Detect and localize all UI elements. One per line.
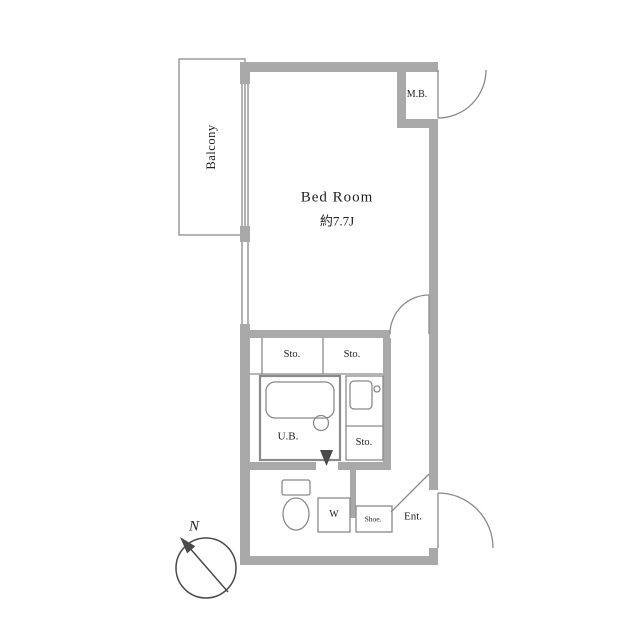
bedroom-door-arc — [389, 294, 430, 335]
unit-bath-fixture — [258, 374, 342, 466]
unit-bath-label: U.B. — [277, 430, 299, 443]
balcony-outline — [178, 58, 246, 236]
entrance-step-line — [390, 473, 430, 513]
bathtub — [265, 381, 335, 419]
unit-bath-room — [258, 374, 342, 462]
sink-bowl — [349, 380, 373, 410]
shoe-box-label: Shoe. — [364, 514, 382, 524]
storage-3-label: Sto. — [355, 436, 373, 448]
meter-box-label: M.B. — [406, 89, 428, 100]
closet-lines — [250, 338, 383, 375]
storage-2-label: Sto. — [343, 348, 361, 360]
toilet-bowl — [282, 497, 310, 531]
north-label: N — [188, 518, 200, 535]
entrance-label: Ent. — [403, 510, 423, 523]
meter-box-door-arc — [437, 69, 487, 119]
compass-needle — [187, 545, 229, 593]
balcony-label: Balcony — [203, 124, 218, 170]
toilet-fixture — [281, 479, 311, 531]
toilet-tank — [281, 479, 311, 496]
compass-arrowhead — [180, 537, 196, 554]
bath-door-mark — [320, 450, 333, 466]
compass — [175, 537, 237, 599]
washer-label: W — [329, 509, 339, 520]
faucet — [373, 385, 381, 393]
entrance-door-arc — [390, 473, 494, 549]
bedroom-label: Bed Room — [300, 189, 374, 206]
washer-box — [317, 497, 351, 533]
storage-1-label: Sto. — [283, 348, 301, 360]
compass-circle — [175, 537, 237, 599]
shoe-box — [355, 505, 393, 533]
bath-drain — [312, 414, 330, 432]
bedroom-size-label: 約7.7J — [319, 213, 355, 229]
walls — [240, 62, 438, 565]
window-lines — [241, 84, 249, 324]
sink-fixture — [345, 375, 384, 461]
